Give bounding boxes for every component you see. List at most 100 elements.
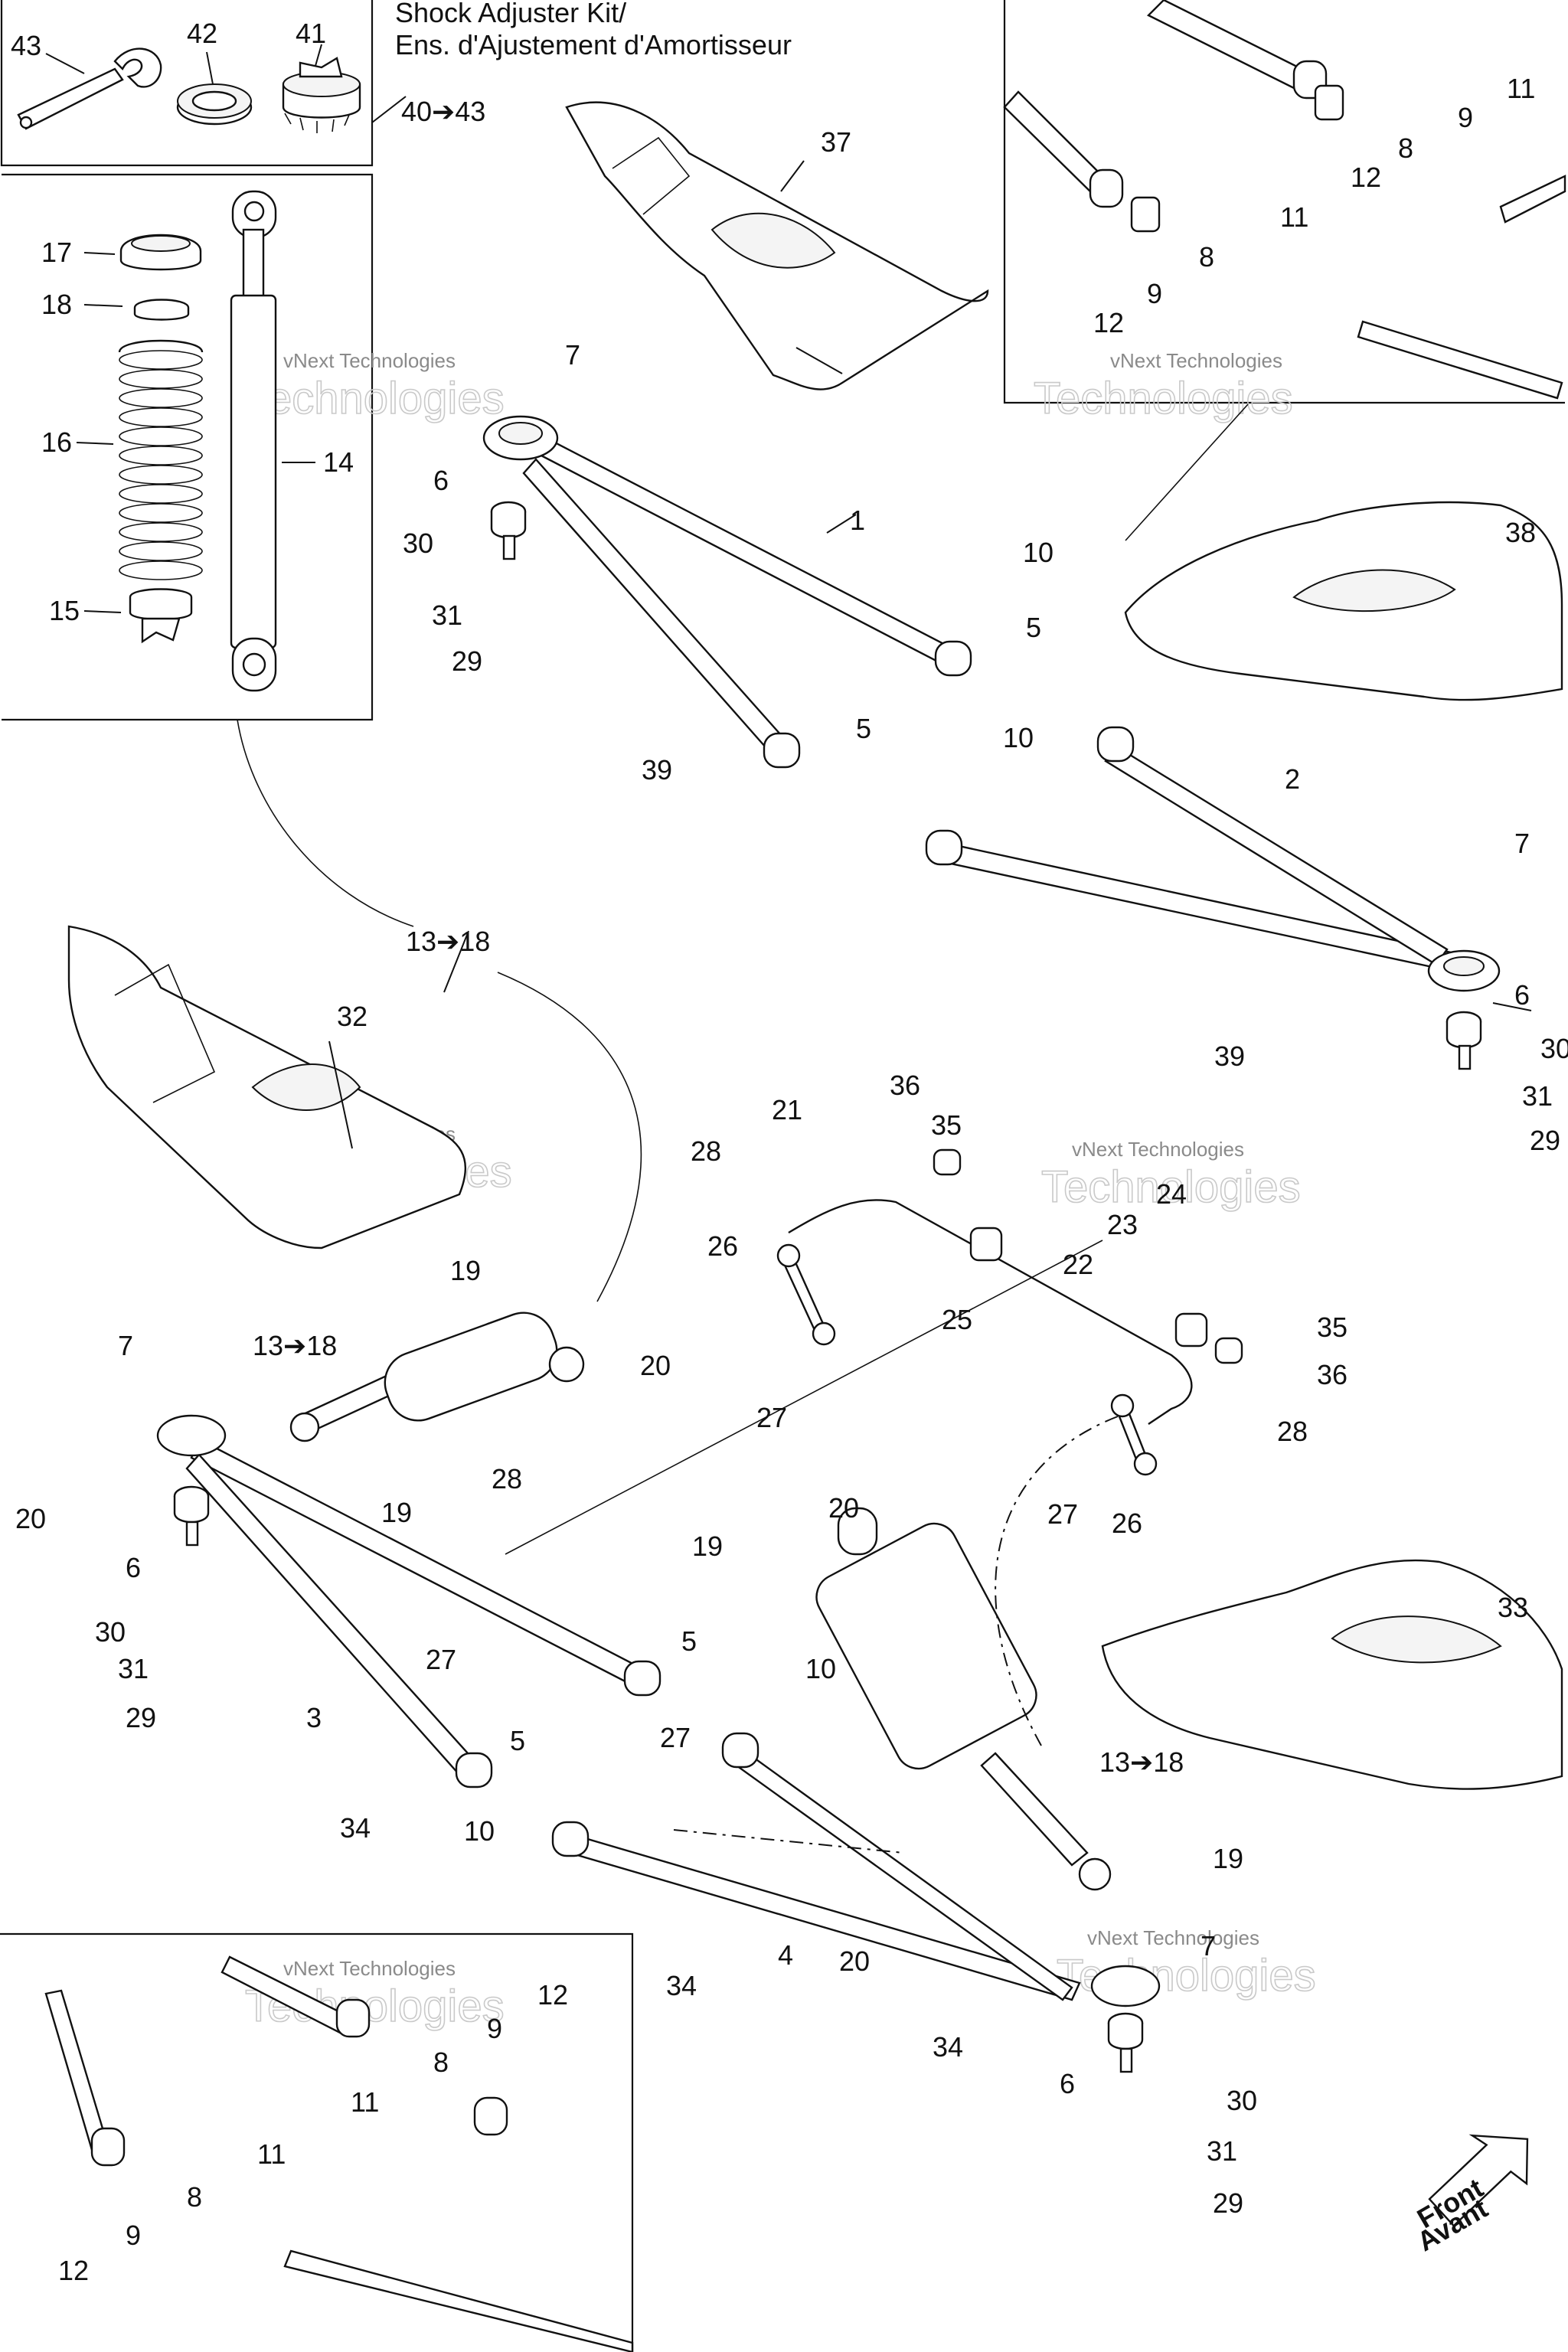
callout-29: 29 bbox=[1530, 1125, 1560, 1156]
callout-26: 26 bbox=[1112, 1508, 1142, 1539]
callout-6: 6 bbox=[1514, 979, 1530, 1011]
callout-9: 9 bbox=[487, 2013, 502, 2044]
a-arm-guard-37-part bbox=[565, 101, 989, 390]
a-arm-guard-33-part bbox=[1101, 1559, 1563, 1790]
callout-30: 30 bbox=[1227, 2085, 1257, 2116]
callout-10: 10 bbox=[1023, 537, 1054, 568]
callout-28: 28 bbox=[492, 1463, 522, 1494]
watermark-outline: Technologies bbox=[1041, 1162, 1301, 1212]
callout-42: 42 bbox=[187, 18, 217, 49]
callout-17: 17 bbox=[41, 237, 72, 268]
ball-joint-upper-right-part bbox=[1446, 1011, 1482, 1070]
front-direction-arrow: Front Avant bbox=[1412, 2134, 1529, 2257]
callout-34: 34 bbox=[933, 2031, 963, 2063]
callout-10: 10 bbox=[805, 1653, 836, 1684]
kit-title-line2: Ens. d'Ajustement d'Amortisseur bbox=[395, 29, 792, 60]
callout-13-18: 13➔18 bbox=[253, 1330, 337, 1361]
callout-15: 15 bbox=[49, 595, 80, 626]
watermark-text: vNext Technologies bbox=[283, 1957, 456, 1980]
upper-a-arm-1-part bbox=[482, 415, 972, 769]
spring-coil bbox=[119, 369, 203, 389]
spring-coil bbox=[119, 503, 203, 523]
watermark-text: vNext Technologies bbox=[1087, 1926, 1259, 1949]
callout-11: 11 bbox=[1280, 201, 1308, 233]
callout-11: 11 bbox=[257, 2138, 286, 2170]
callout-20: 20 bbox=[640, 1350, 671, 1381]
kit-title-line1: Shock Adjuster Kit/ bbox=[395, 0, 627, 28]
callout-41: 41 bbox=[296, 18, 326, 49]
callout-29: 29 bbox=[126, 1702, 156, 1733]
adjuster-ring-part bbox=[176, 83, 253, 126]
a-arm-guard-38-part bbox=[1124, 501, 1563, 701]
callout-31: 31 bbox=[118, 1653, 149, 1684]
upper-bushing-inset-parts bbox=[1003, 0, 1566, 400]
sway-bar-bushings-part bbox=[933, 1148, 1243, 1364]
callout-43: 43 bbox=[11, 30, 41, 61]
callout-9: 9 bbox=[1147, 278, 1162, 309]
adjuster-collar-part bbox=[282, 57, 361, 133]
callout-12: 12 bbox=[58, 2255, 89, 2286]
callout-9: 9 bbox=[1458, 102, 1473, 133]
callout-9: 9 bbox=[126, 2220, 141, 2251]
upper-a-arm-2-part bbox=[925, 726, 1501, 992]
callout-31: 31 bbox=[1522, 1080, 1553, 1112]
callout-39: 39 bbox=[1214, 1040, 1245, 1072]
callout-30: 30 bbox=[95, 1616, 126, 1648]
ball-joint-lower-right-part bbox=[1107, 2012, 1144, 2073]
rear-shock-right-part bbox=[815, 1507, 1112, 1891]
callout-36: 36 bbox=[890, 1070, 920, 1101]
callout-3: 3 bbox=[306, 1702, 322, 1733]
callout-20: 20 bbox=[15, 1503, 46, 1534]
callout-12: 12 bbox=[1093, 307, 1124, 338]
lower-bushing-inset-frame bbox=[0, 1932, 634, 2352]
callout-11: 11 bbox=[1507, 73, 1535, 104]
callout-23: 23 bbox=[1107, 1209, 1138, 1240]
callout-5: 5 bbox=[856, 713, 871, 744]
ball-joint-upper-left-part bbox=[490, 501, 527, 560]
callout-14: 14 bbox=[323, 446, 354, 478]
callout-7: 7 bbox=[118, 1330, 133, 1361]
spring-coil bbox=[119, 522, 203, 542]
watermark-outline: Technologies bbox=[1034, 374, 1293, 423]
sway-bar-link-left-part bbox=[776, 1243, 836, 1346]
callout-10: 10 bbox=[1003, 722, 1034, 753]
spring-coil bbox=[119, 484, 203, 504]
callout-20: 20 bbox=[828, 1492, 859, 1524]
watermark-text: vNext Technologies bbox=[283, 349, 456, 372]
spring-coil bbox=[119, 446, 203, 466]
callout-28: 28 bbox=[1277, 1416, 1308, 1447]
spring-coil bbox=[119, 426, 203, 446]
retainer-clip-part bbox=[133, 299, 190, 321]
spanner-wrench-part bbox=[17, 47, 162, 130]
shock-absorber-part bbox=[230, 190, 277, 692]
spring-coil bbox=[119, 465, 203, 485]
callout-11: 11 bbox=[351, 2086, 379, 2118]
callout-31: 31 bbox=[432, 599, 462, 631]
coil-spring-part bbox=[118, 339, 204, 580]
callout-20: 20 bbox=[839, 1945, 870, 1977]
callout-38: 38 bbox=[1505, 517, 1536, 548]
ball-joint-lower-left-part bbox=[173, 1485, 210, 1547]
callout-35: 35 bbox=[931, 1109, 962, 1141]
callout-30: 30 bbox=[1540, 1033, 1568, 1064]
callout-39: 39 bbox=[642, 754, 672, 786]
watermark-text: vNext Technologies bbox=[1110, 349, 1282, 372]
callout-22: 22 bbox=[1063, 1249, 1093, 1280]
spring-coil bbox=[119, 407, 203, 427]
callout-1: 1 bbox=[850, 505, 865, 536]
leader-lines bbox=[45, 44, 1532, 1149]
callout-6: 6 bbox=[126, 1552, 141, 1583]
callout-35: 35 bbox=[1317, 1312, 1348, 1343]
callout-13-18: 13➔18 bbox=[1099, 1746, 1184, 1778]
callout-27: 27 bbox=[426, 1644, 456, 1675]
callout-18: 18 bbox=[41, 289, 72, 320]
sway-bar-part bbox=[788, 1199, 1193, 1425]
callout-32: 32 bbox=[337, 1001, 368, 1032]
spring-coil bbox=[119, 541, 203, 561]
callout-34: 34 bbox=[340, 1812, 371, 1844]
callout-19: 19 bbox=[450, 1255, 481, 1286]
spring-seat-part bbox=[119, 234, 202, 271]
callout-6: 6 bbox=[1060, 2068, 1075, 2099]
callout-8: 8 bbox=[1199, 241, 1214, 273]
spring-coil bbox=[119, 560, 203, 580]
